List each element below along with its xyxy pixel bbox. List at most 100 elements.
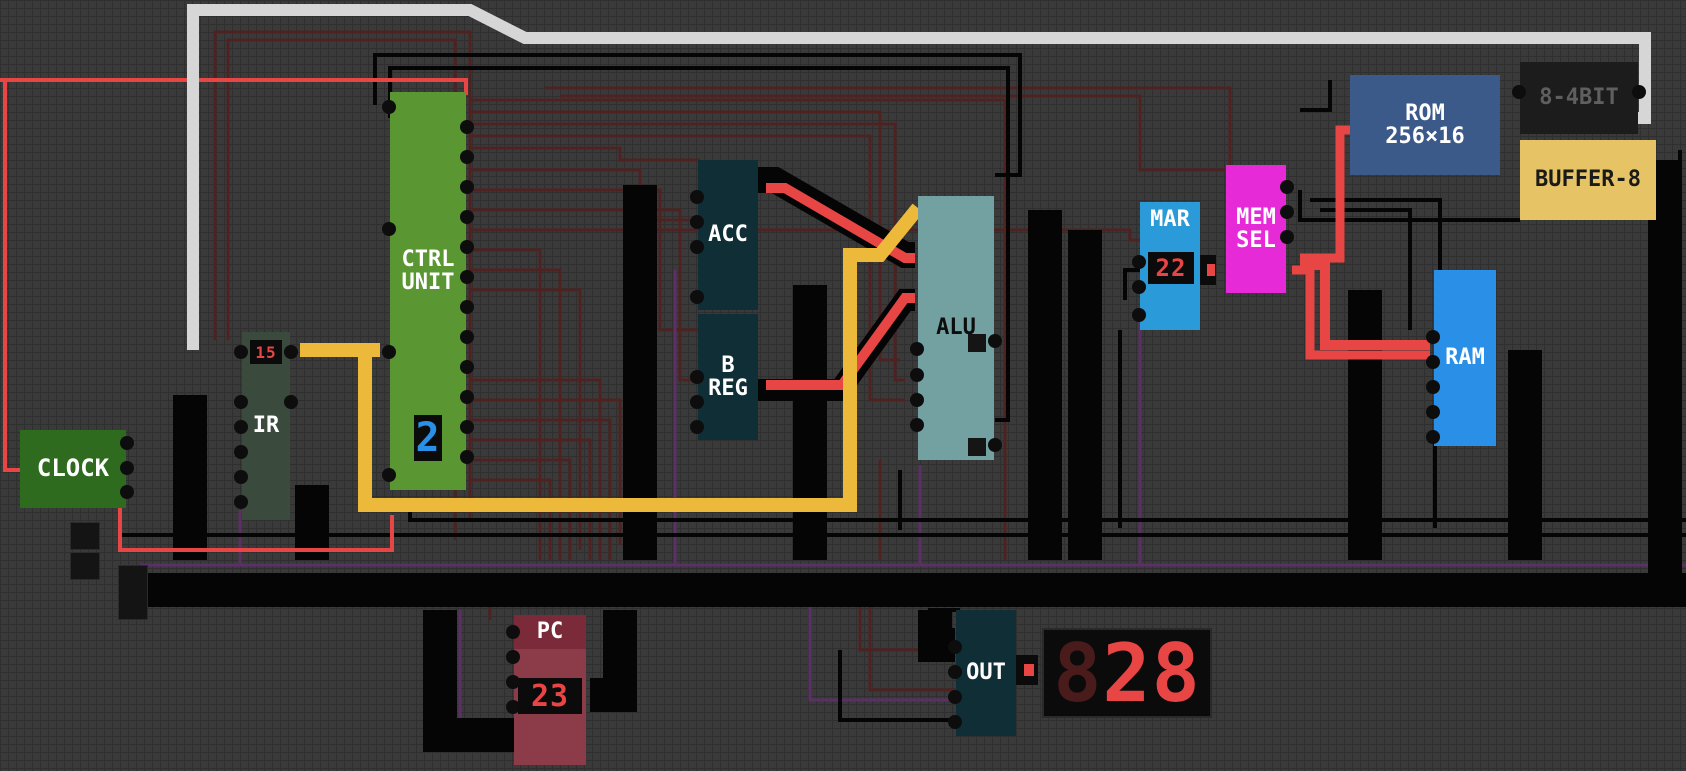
input-button[interactable]	[70, 552, 100, 580]
acc-pin[interactable]	[690, 190, 704, 204]
mar-output-led	[1207, 264, 1215, 276]
alu-pin[interactable]	[910, 368, 924, 382]
mar-pin[interactable]	[1132, 280, 1146, 294]
b-reg-pin[interactable]	[690, 420, 704, 434]
alu-pin[interactable]	[910, 342, 924, 356]
ctrl-unit-pin[interactable]	[460, 150, 474, 164]
pc-pin[interactable]	[506, 675, 520, 689]
bus-connector[interactable]	[118, 565, 148, 620]
ir-pin[interactable]	[234, 395, 248, 409]
ir-pin[interactable]	[284, 395, 298, 409]
alu-chip[interactable]: ALU	[918, 196, 994, 460]
ctrl-unit-label: CTRL UNIT	[401, 246, 455, 295]
ir-pin[interactable]	[234, 420, 248, 434]
mar-display-value: 22	[1155, 254, 1187, 282]
ir-pin[interactable]	[234, 445, 248, 459]
mar-label: MAR	[1150, 207, 1190, 232]
input-button[interactable]	[70, 522, 100, 550]
splitter-label: 8-4BIT	[1539, 85, 1619, 111]
mar-display: 22	[1148, 252, 1194, 284]
clock-pin[interactable]	[120, 436, 134, 450]
acc-label: ACC	[708, 222, 748, 248]
ram-pin[interactable]	[1426, 330, 1440, 344]
ctrl-unit-pin[interactable]	[382, 222, 396, 236]
b-reg-pin[interactable]	[690, 370, 704, 384]
splitter-pin[interactable]	[1632, 85, 1646, 99]
ctrl-unit-pin[interactable]	[382, 345, 396, 359]
acc-pin[interactable]	[690, 215, 704, 229]
b-reg-pin[interactable]	[690, 395, 704, 409]
mem-sel-pin[interactable]	[1280, 180, 1294, 194]
alu-pin[interactable]	[910, 418, 924, 432]
ir-pin[interactable]	[284, 345, 298, 359]
buffer8-chip[interactable]: BUFFER-8	[1520, 140, 1656, 220]
ctrl-unit-display: 2	[414, 415, 442, 461]
ir-pin[interactable]	[234, 470, 248, 484]
alu-pin[interactable]	[910, 393, 924, 407]
splitter-chip[interactable]: 8-4BIT	[1520, 62, 1638, 134]
ctrl-unit-pin[interactable]	[460, 120, 474, 134]
pc-pin[interactable]	[506, 625, 520, 639]
ctrl-unit-pin[interactable]	[460, 180, 474, 194]
b-reg-label: B REG	[708, 352, 748, 401]
ram-pin[interactable]	[1426, 405, 1440, 419]
acc-pin[interactable]	[690, 240, 704, 254]
ram-pin[interactable]	[1426, 380, 1440, 394]
output-display-ghost-digit: 8	[1053, 626, 1103, 720]
white-bus	[187, 4, 1651, 350]
ir-label: IR	[252, 413, 280, 439]
ram-pin[interactable]	[1426, 355, 1440, 369]
ram-label: RAM	[1445, 345, 1485, 371]
acc-chip[interactable]: ACC	[698, 160, 758, 310]
active-wires	[0, 78, 1430, 552]
pc-pin[interactable]	[506, 700, 520, 714]
buffer8-label: BUFFER-8	[1535, 167, 1641, 193]
ir-pin[interactable]	[234, 495, 248, 509]
out-label: OUT	[966, 660, 1006, 686]
ctrl-unit-pin[interactable]	[382, 100, 396, 114]
clock-chip[interactable]: CLOCK	[20, 430, 126, 508]
ctrl-unit-pin[interactable]	[460, 240, 474, 254]
ctrl-unit-pin[interactable]	[460, 450, 474, 464]
ctrl-unit-pin[interactable]	[460, 390, 474, 404]
mem-sel-pin[interactable]	[1280, 230, 1294, 244]
rom-chip[interactable]: ROM 256×16	[1350, 75, 1500, 175]
alu-pin[interactable]	[988, 334, 1002, 348]
alu-flag-indicator	[968, 334, 986, 352]
out-pin[interactable]	[948, 640, 962, 654]
splitter-pin[interactable]	[1512, 85, 1526, 99]
pc-display-value: 23	[530, 678, 570, 714]
mem-sel-pin[interactable]	[1280, 205, 1294, 219]
ctrl-unit-pin[interactable]	[460, 300, 474, 314]
pc-display: 23	[518, 678, 582, 714]
acc-pin[interactable]	[690, 290, 704, 304]
out-pin[interactable]	[948, 690, 962, 704]
ctrl-unit-pin[interactable]	[460, 330, 474, 344]
clock-pin[interactable]	[120, 461, 134, 475]
output-display-value: 28	[1102, 626, 1201, 720]
alu-pin[interactable]	[988, 438, 1002, 452]
ram-chip[interactable]: RAM	[1434, 270, 1496, 446]
out-pin[interactable]	[948, 665, 962, 679]
purple-wires	[140, 270, 1686, 737]
ir-pin[interactable]	[234, 345, 248, 359]
b-reg-chip[interactable]: B REG	[698, 314, 758, 440]
out-pin[interactable]	[948, 715, 962, 729]
pc-pin[interactable]	[506, 650, 520, 664]
mar-pin[interactable]	[1132, 255, 1146, 269]
mar-pin[interactable]	[1132, 308, 1146, 322]
ctrl-unit-pin[interactable]	[460, 360, 474, 374]
ir-display-value: 15	[255, 342, 277, 362]
mem-sel-chip[interactable]: MEM SEL	[1226, 165, 1286, 293]
out-chip[interactable]: OUT	[956, 610, 1016, 736]
ctrl-unit-pin[interactable]	[382, 468, 396, 482]
ram-pin[interactable]	[1426, 430, 1440, 444]
ctrl-unit-pin[interactable]	[460, 210, 474, 224]
ctrl-unit-pin[interactable]	[460, 270, 474, 284]
out-output-led	[1024, 664, 1034, 676]
ctrl-unit-pin[interactable]	[460, 420, 474, 434]
ctrl-unit-display-value: 2	[415, 415, 441, 461]
rom-label: ROM 256×16	[1385, 100, 1465, 149]
clock-pin[interactable]	[120, 485, 134, 499]
